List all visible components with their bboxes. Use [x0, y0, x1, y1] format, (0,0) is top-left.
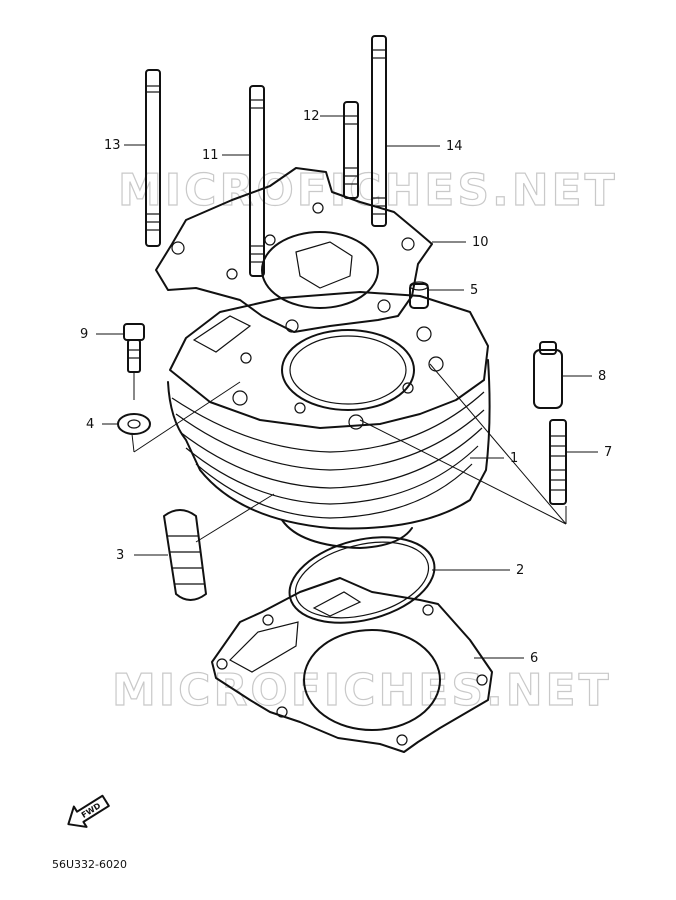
callout-4: 4 [86, 417, 94, 432]
fwd-arrow-icon: FWD [67, 794, 110, 828]
part-3-dowel-pin [163, 509, 207, 601]
callout-2: 2 [516, 563, 524, 578]
part-1-cylinder-block [167, 291, 491, 549]
part-10-head-gasket [155, 167, 433, 333]
part-6-base-gasket [211, 577, 493, 753]
part-9-bolt [123, 323, 145, 373]
callout-5: 5 [470, 283, 478, 298]
callout-12: 12 [303, 109, 320, 124]
part-4-washer [117, 413, 151, 435]
callout-3: 3 [116, 548, 124, 563]
part-2-o-ring [288, 536, 436, 624]
callout-8: 8 [598, 369, 606, 384]
callout-labels: 13 11 12 14 10 5 9 8 4 7 1 2 3 6 [80, 109, 612, 666]
part-13-stud [145, 69, 161, 247]
part-code: 56U332-6020 [52, 858, 128, 871]
callout-13: 13 [104, 138, 121, 153]
watermark-bottom: MICROFICHES.NET [112, 665, 612, 716]
callout-9: 9 [80, 327, 88, 342]
callout-1: 1 [510, 451, 518, 466]
callout-7: 7 [604, 445, 612, 460]
part-11-stud [249, 85, 265, 277]
part-5-dowel [409, 281, 429, 309]
part-7-stud [549, 419, 567, 505]
watermark-top: MICROFICHES.NET [118, 165, 618, 216]
part-8-plug [533, 341, 563, 409]
part-12-stud [343, 101, 359, 199]
callout-14: 14 [446, 139, 463, 154]
callout-6: 6 [530, 651, 538, 666]
part-14-stud [371, 35, 387, 227]
leader-lines [96, 115, 598, 659]
callout-10: 10 [472, 235, 489, 250]
callout-11: 11 [202, 148, 219, 163]
